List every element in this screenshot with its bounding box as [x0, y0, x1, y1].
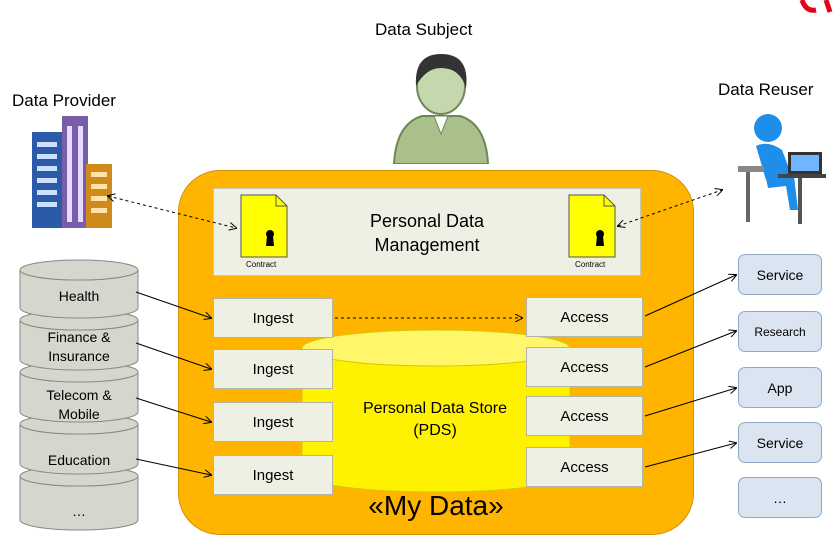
provider-to-ingest-arrow — [135, 397, 211, 422]
pds-title-line1: Personal Data Store — [362, 400, 508, 417]
provider-to-ingest-arrow — [135, 458, 211, 475]
ingest-box: Ingest — [213, 402, 333, 442]
reuser-research-box: Research — [738, 311, 822, 352]
access-box: Access — [526, 347, 643, 387]
data-provider-building-icon — [32, 116, 112, 228]
logo-icon — [799, 0, 833, 13]
reuser-app-box: App — [738, 367, 822, 408]
access-to-service-arrow — [644, 443, 736, 468]
provider-to-ingest-arrow — [135, 342, 211, 369]
reuser-more-box: … — [738, 477, 822, 518]
provider-more: … — [72, 503, 86, 519]
provider-contract-dashed-arrow — [108, 196, 236, 228]
access-to-service-arrow — [644, 275, 736, 317]
data-reuser-person-icon — [738, 114, 826, 224]
provider-finance-line1: Finance & — [47, 329, 111, 345]
provider-finance-line2: Insurance — [48, 348, 110, 364]
access-box: Access — [526, 297, 643, 337]
reuser-service-box: Service — [738, 422, 822, 463]
data-reuser-label: Data Reuser — [718, 80, 814, 99]
provider-health: Health — [58, 288, 100, 304]
provider-telecom-line2: Mobile — [58, 406, 100, 422]
data-provider-label: Data Provider — [12, 91, 116, 110]
access-box: Access — [526, 396, 643, 436]
data-subject-label: Data Subject — [375, 20, 473, 39]
access-to-service-arrow — [644, 388, 736, 417]
ingest-box: Ingest — [213, 298, 333, 338]
provider-education: Education — [47, 452, 111, 468]
provider-to-ingest-arrow — [135, 291, 211, 318]
data-subject-person-icon — [392, 54, 490, 164]
my-data-label: «My Data» — [368, 490, 504, 521]
provider-stack-icon — [19, 259, 139, 531]
ingest-box: Ingest — [213, 349, 333, 389]
provider-telecom-line1: Telecom & — [46, 387, 112, 403]
reuser-contract-dashed-arrow — [618, 190, 722, 226]
reuser-service-box: Service — [738, 254, 822, 295]
contract-left-icon — [240, 194, 288, 258]
pds-title-line2: (PDS) — [413, 422, 457, 439]
access-box: Access — [526, 447, 643, 487]
contract-right-label: Contract — [575, 260, 606, 269]
pdm-title-line2: Management — [374, 235, 480, 255]
contract-right-icon — [568, 194, 616, 258]
access-to-service-arrow — [644, 331, 736, 368]
pdm-title-line1: Personal Data — [369, 211, 485, 231]
ingest-box: Ingest — [213, 455, 333, 495]
contract-left-label: Contract — [246, 260, 277, 269]
